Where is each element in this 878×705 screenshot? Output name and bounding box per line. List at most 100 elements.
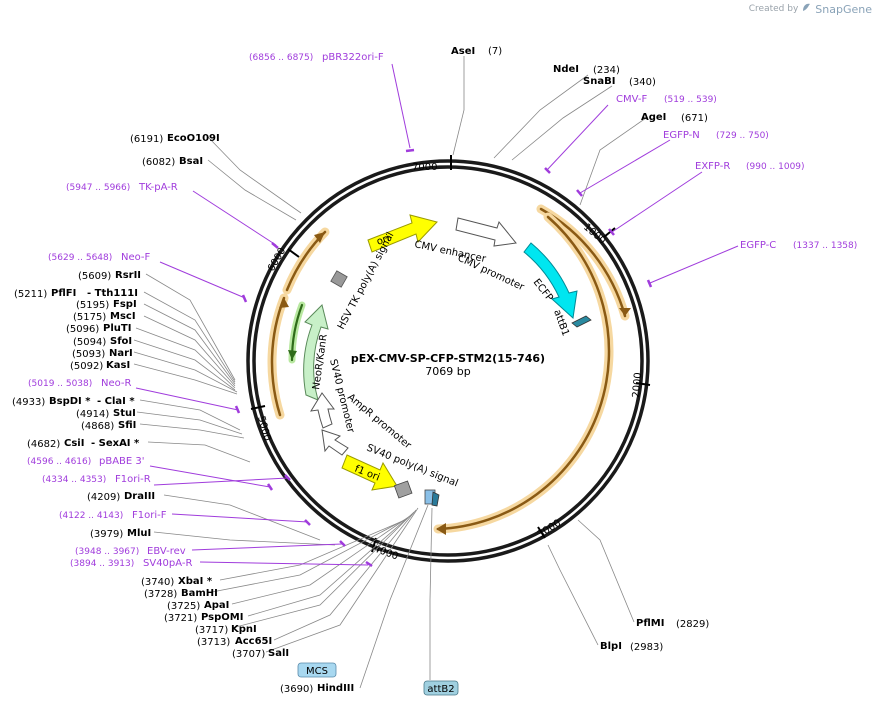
enzyme-position: (234) xyxy=(593,65,620,76)
snapgene-logo-icon xyxy=(801,2,812,16)
ori-feature xyxy=(367,214,438,253)
enzyme-position: (3979) xyxy=(90,529,123,540)
enzyme-position: (5195) xyxy=(76,300,109,311)
primer-name: F1ori-F xyxy=(132,510,167,521)
primer-leader-lines xyxy=(135,63,739,566)
credit-prefix: Created by xyxy=(748,4,799,14)
ring-tick-label: 6000 xyxy=(266,246,288,274)
orf-arrowhead xyxy=(314,232,325,243)
orf-arc-right xyxy=(436,215,611,531)
mcs-box xyxy=(297,662,337,678)
enzyme-position: (5093) xyxy=(72,349,105,360)
enzyme-name: KpnI xyxy=(231,624,257,635)
orf-arrowhead xyxy=(619,308,631,316)
enzyme-position: (3707) xyxy=(232,649,265,660)
enzyme-position: (2829) xyxy=(676,619,709,630)
enzyme-position: (4933) xyxy=(12,397,45,408)
enzyme-name: SfiI xyxy=(118,420,136,431)
enzyme-name: XbaI * xyxy=(178,576,213,587)
enzyme-name: BsaI xyxy=(179,156,203,167)
enzyme-position: (671) xyxy=(681,113,708,124)
enzyme-name: CsiI xyxy=(64,438,84,449)
enzyme-name: NarI xyxy=(109,348,133,359)
primer-range: (5019 .. 5038) xyxy=(28,379,92,389)
primer-range: (3948 .. 3967) xyxy=(75,547,139,557)
ring-tick-label: 5000 xyxy=(255,415,272,442)
primer-name: SV40pA-R xyxy=(143,558,192,569)
ampr-promoter-feature xyxy=(321,429,349,456)
enzyme-position: (340) xyxy=(629,77,656,88)
enzyme-position: (3740) xyxy=(141,577,174,588)
enzyme-name: BamHI xyxy=(181,588,218,599)
enzyme-extra: - SexAI * xyxy=(91,438,140,449)
mcs-label: MCS xyxy=(306,666,328,677)
cmv-promoter-label: CMV promoter xyxy=(456,253,527,294)
enzyme-position: (2983) xyxy=(630,642,663,653)
enzyme-name: StuI xyxy=(113,408,136,419)
enzyme-position: (4868) xyxy=(81,421,114,432)
enzyme-position: (5175) xyxy=(73,312,106,323)
enzyme-extra: - ClaI * xyxy=(97,396,135,407)
primer-range: (729 .. 750) xyxy=(716,131,769,141)
ring-tick-label: 3000 xyxy=(536,518,563,541)
enzyme-position: (6082) xyxy=(142,157,175,168)
enzyme-position: (4209) xyxy=(87,492,120,503)
credit-brand: SnapGene xyxy=(815,2,872,16)
f1-ori-label: f1 ori xyxy=(353,464,381,484)
enzyme-name: KasI xyxy=(106,360,130,371)
ring-tick-label: 7000 xyxy=(412,162,437,173)
enzyme-name: PflMI xyxy=(636,618,664,629)
primer-name: CMV-F xyxy=(616,94,647,105)
enzyme-name: FspI xyxy=(113,299,137,310)
attb2-label: attB2 xyxy=(427,684,454,695)
enzyme-name: AseI xyxy=(451,46,475,57)
ring-ticks xyxy=(250,155,651,553)
primer-name: EGFP-N xyxy=(663,130,700,141)
snapgene-credit: Created by SnapGene xyxy=(749,2,872,16)
sv40-promoter-feature xyxy=(310,392,335,429)
primer-name: TK-pA-R xyxy=(138,182,178,193)
enzyme-position: (3725) xyxy=(167,601,200,612)
enzyme-position: (4682) xyxy=(27,439,60,450)
primer-name: EXFP-R xyxy=(695,161,730,172)
primer-name: EGFP-C xyxy=(740,240,776,251)
enzyme-position: (6191) xyxy=(130,134,163,145)
backbone-outer-ring xyxy=(246,159,650,563)
primer-range: (4596 .. 4616) xyxy=(27,457,91,467)
orf-arrowhead xyxy=(436,523,446,535)
enzyme-position: (5609) xyxy=(78,271,111,282)
plasmid-size: 7069 bp xyxy=(425,365,470,378)
primer-range: (990 .. 1009) xyxy=(746,162,805,172)
neo-orf-arrowhead xyxy=(288,350,297,360)
primer-range: (519 .. 539) xyxy=(664,95,717,105)
enzyme-name: BspDI * xyxy=(49,396,91,407)
primer-name: F1ori-R xyxy=(115,474,151,485)
attb2-box xyxy=(423,680,459,696)
ampr-promoter-label: AmpR promoter xyxy=(345,392,414,452)
sv40-polya-feature xyxy=(393,480,413,499)
enzyme-position: (3717) xyxy=(195,625,228,636)
enzyme-name: HindIII xyxy=(317,683,354,694)
plasmid-name: pEX-CMV-SP-CFP-STM2(15-746) xyxy=(351,352,545,365)
neokanr-feature xyxy=(303,304,329,401)
enzyme-name: PspOMI xyxy=(201,612,243,623)
enzyme-name: RsrII xyxy=(115,270,141,281)
enzyme-name: DraIII xyxy=(124,491,155,502)
primer-range: (4334 .. 4353) xyxy=(42,475,106,485)
enzyme-position: (7) xyxy=(488,46,502,57)
primer-range: (6856 .. 6875) xyxy=(249,53,313,63)
primer-range: (5947 .. 5966) xyxy=(66,183,130,193)
orf-arrowhead xyxy=(279,298,289,308)
enzyme-name: PluTI xyxy=(103,323,131,334)
enzyme-name: AgeI xyxy=(641,112,666,123)
enzyme-position: (3713) xyxy=(197,637,230,648)
cmv-enhancer-feature xyxy=(455,217,517,247)
enzyme-position: (3728) xyxy=(144,589,177,600)
enzyme-position: (3721) xyxy=(164,613,197,624)
primer-name: Neo-R xyxy=(101,378,132,389)
enzyme-name: PflFI xyxy=(51,288,76,299)
f1-ori-feature xyxy=(341,454,398,491)
primer-name: Neo-F xyxy=(121,252,151,263)
enzyme-name: SfoI xyxy=(110,336,132,347)
enzyme-name: Acc65I xyxy=(235,636,272,647)
